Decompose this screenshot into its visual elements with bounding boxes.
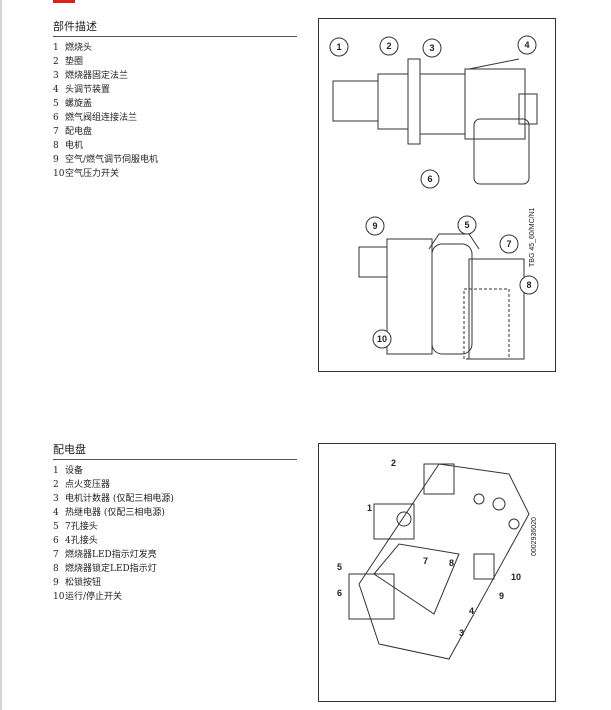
list-item: 10运行/停止开关 (53, 590, 297, 604)
item-label: 空气/燃气调节伺服电机 (65, 155, 159, 165)
item-label: 燃烧器固定法兰 (65, 71, 129, 81)
item-number: 4 (53, 508, 59, 518)
callout-2: 2 (391, 458, 396, 468)
list-item: 1 设备 (53, 464, 297, 478)
parts-description-section: 部件描述 1 燃烧头 2 垫圈 3 燃烧器固定法兰 4 头调节装置 5 螺旋盖 6 燃气阀组连接法兰 7… (53, 18, 297, 181)
list-item: 3 电机计数器 (仅配三相电源) (53, 492, 297, 506)
list-item: 7 配电盘 (53, 125, 297, 139)
item-number: 7 (53, 127, 59, 137)
item-number: 2 (53, 480, 59, 490)
item-label: 燃烧器锁定LED指示灯 (65, 564, 157, 574)
list-item: 2 垫圈 (53, 55, 297, 69)
item-number: 10 (53, 169, 65, 179)
callout-9: 9 (499, 591, 504, 601)
callout-6: 6 (427, 174, 432, 184)
item-number: 6 (53, 536, 59, 546)
control-panel-drawing: 1 2 3 4 5 6 7 8 9 10 (337, 458, 530, 660)
list-item: 6 燃气阀组连接法兰 (53, 111, 297, 125)
item-label: 设备 (65, 466, 84, 476)
item-label: 7孔接头 (65, 522, 98, 532)
section-title: 配电盘 (53, 441, 297, 460)
header-accent (53, 0, 75, 3)
control-panel-section: 配电盘 1 设备 2 点火变压器 3 电机计数器 (仅配三相电源) 4 热继电器 (仅配三相电… (53, 441, 297, 604)
item-label: 燃烧器LED指示灯发亮 (65, 550, 157, 560)
callout-10: 10 (377, 334, 387, 344)
callout-2: 2 (386, 41, 391, 51)
list-item: 6 4孔接头 (53, 534, 297, 548)
item-number: 4 (53, 85, 59, 95)
list-item: 9 空气/燃气调节伺服电机 (53, 153, 297, 167)
callout-1: 1 (367, 503, 372, 513)
list-item: 10空气压力开关 (53, 167, 297, 181)
item-label: 头调节装置 (65, 85, 111, 95)
figure-code: TBG 45_60/MC/N1 (529, 207, 536, 267)
list-item: 9 松锁按钮 (53, 576, 297, 590)
item-number: 9 (53, 578, 59, 588)
item-number: 7 (53, 550, 59, 560)
item-number: 9 (53, 155, 59, 165)
item-label: 4孔接头 (65, 536, 98, 546)
item-number: 3 (53, 494, 59, 504)
item-number: 5 (53, 99, 59, 109)
item-number: 8 (53, 564, 59, 574)
callout-5: 5 (464, 220, 469, 230)
burner-drawing: 1 2 3 4 5 6 7 8 9 10 (329, 35, 539, 360)
item-label: 燃气阀组连接法兰 (65, 113, 138, 123)
callout-7: 7 (506, 239, 511, 249)
list-item: 8 电机 (53, 139, 297, 153)
section-title: 部件描述 (53, 18, 297, 37)
figure-code: 0002936020 (531, 517, 538, 556)
callout-5: 5 (337, 562, 342, 572)
item-label: 螺旋盖 (65, 99, 93, 109)
item-label: 空气压力开关 (65, 169, 120, 179)
callout-8: 8 (449, 558, 454, 568)
item-number: 1 (53, 466, 59, 476)
item-number: 6 (53, 113, 59, 123)
item-label: 点火变压器 (65, 480, 111, 490)
item-number: 5 (53, 522, 59, 532)
callout-8: 8 (526, 280, 531, 290)
item-label: 配电盘 (65, 127, 93, 137)
list-item: 7 燃烧器LED指示灯发亮 (53, 548, 297, 562)
item-label: 电机计数器 (仅配三相电源) (65, 494, 174, 504)
list-item: 3 燃烧器固定法兰 (53, 69, 297, 83)
burner-diagram: 1 2 3 4 5 6 7 8 9 10 TBG 45_60/MC/N1 (318, 18, 556, 372)
list-item: 8 燃烧器锁定LED指示灯 (53, 562, 297, 576)
item-label: 运行/停止开关 (65, 592, 123, 602)
item-label: 松锁按钮 (65, 578, 102, 588)
page-edge (0, 0, 2, 710)
list-item: 5 螺旋盖 (53, 97, 297, 111)
list-item: 5 7孔接头 (53, 520, 297, 534)
list-item: 2 点火变压器 (53, 478, 297, 492)
callout-1: 1 (336, 42, 341, 52)
list-item: 4 头调节装置 (53, 83, 297, 97)
item-number: 3 (53, 71, 59, 81)
item-number: 10 (53, 592, 65, 602)
item-label: 热继电器 (仅配三相电源) (65, 508, 165, 518)
item-label: 电机 (65, 141, 84, 151)
list-item: 1 燃烧头 (53, 41, 297, 55)
control-panel-diagram: 1 2 3 4 5 6 7 8 9 10 0002936020 (318, 443, 556, 702)
callout-6: 6 (337, 588, 342, 598)
callout-7: 7 (423, 556, 428, 566)
item-number: 2 (53, 57, 59, 67)
callout-10: 10 (511, 572, 521, 582)
callout-4: 4 (524, 40, 529, 50)
item-label: 燃烧头 (65, 43, 93, 53)
item-number: 1 (53, 43, 59, 53)
callout-3: 3 (459, 628, 464, 638)
callout-4: 4 (469, 606, 474, 616)
item-label: 垫圈 (65, 57, 84, 67)
callout-3: 3 (429, 43, 434, 53)
list-item: 4 热继电器 (仅配三相电源) (53, 506, 297, 520)
callout-9: 9 (372, 221, 377, 231)
item-number: 8 (53, 141, 59, 151)
